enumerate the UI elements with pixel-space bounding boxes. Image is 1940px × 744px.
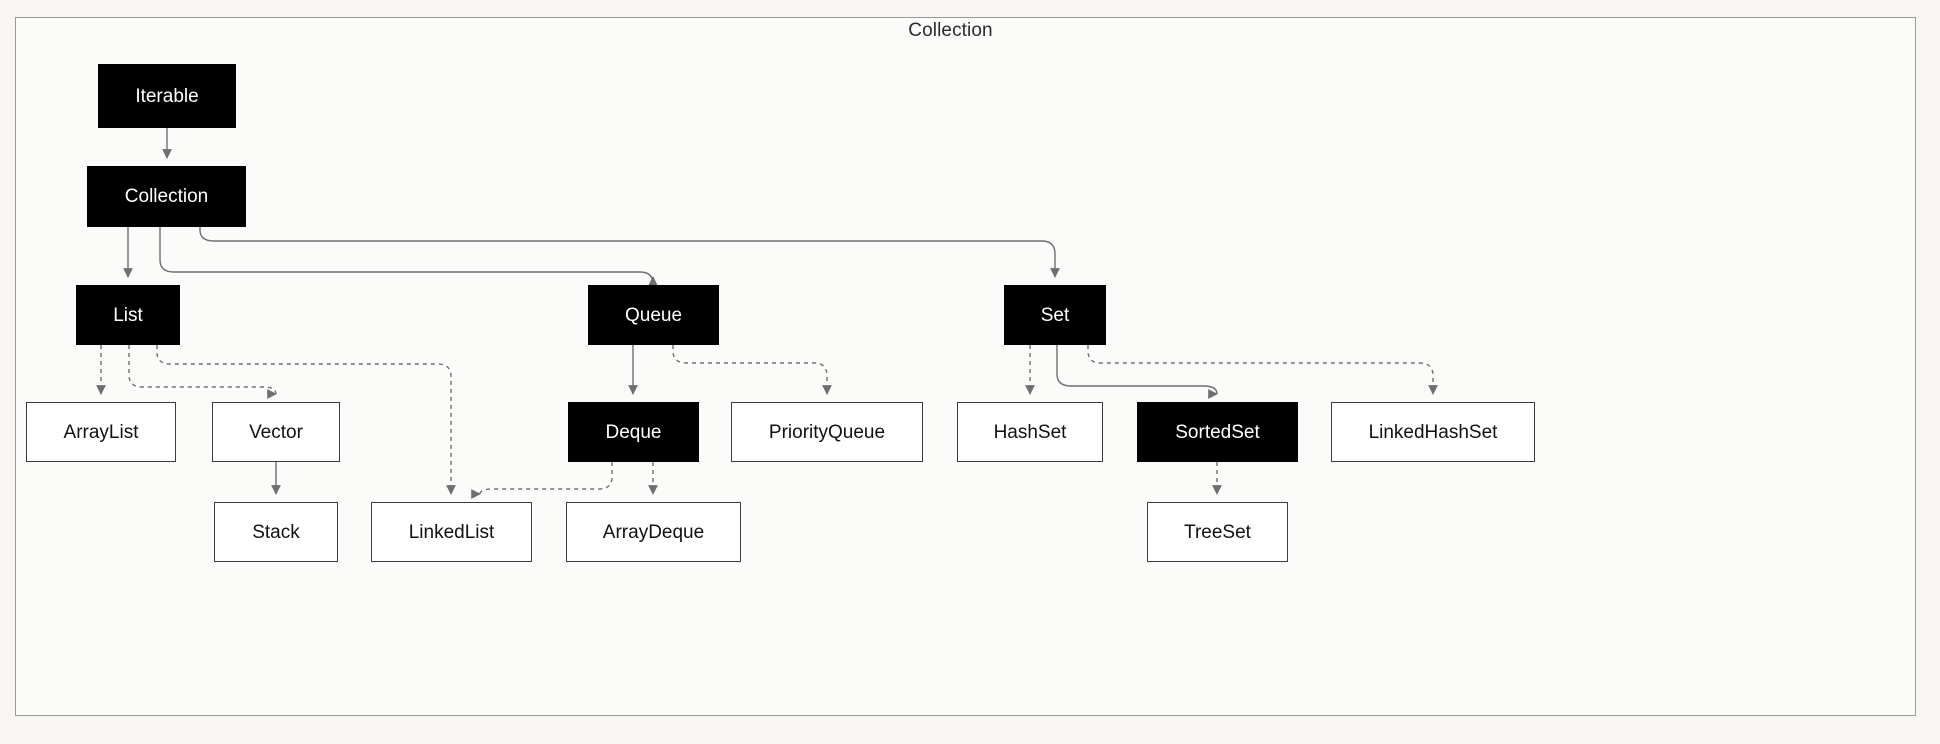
diagram-frame <box>15 17 1916 716</box>
node-priorityqueue[interactable]: PriorityQueue <box>731 402 923 462</box>
node-label: Collection <box>124 186 209 207</box>
node-label: ArrayList <box>63 421 139 443</box>
node-label: PriorityQueue <box>768 421 886 443</box>
node-hashset[interactable]: HashSet <box>957 402 1103 462</box>
node-label: LinkedList <box>408 521 495 543</box>
node-stack[interactable]: Stack <box>214 502 338 562</box>
node-arraydeque[interactable]: ArrayDeque <box>566 502 741 562</box>
node-linkedlist[interactable]: LinkedList <box>371 502 532 562</box>
node-iterable[interactable]: Iterable <box>98 64 236 128</box>
node-label: LinkedHashSet <box>1368 421 1498 443</box>
node-label: Queue <box>624 304 683 326</box>
node-label: Set <box>1040 304 1070 326</box>
node-label: HashSet <box>993 421 1067 443</box>
node-label: TreeSet <box>1184 521 1251 543</box>
node-label: Iterable <box>135 85 199 107</box>
node-label: Deque <box>605 421 662 443</box>
node-linkedhashset[interactable]: LinkedHashSet <box>1331 402 1535 462</box>
node-set[interactable]: Set <box>1004 285 1106 345</box>
node-vector[interactable]: Vector <box>212 402 340 462</box>
node-label: Stack <box>252 521 300 543</box>
node-sortedset[interactable]: SortedSet <box>1137 402 1298 462</box>
node-label: SortedSet <box>1175 421 1260 443</box>
node-label: List <box>113 304 143 326</box>
node-queue[interactable]: Queue <box>588 285 719 345</box>
node-arraylist[interactable]: ArrayList <box>26 402 176 462</box>
node-deque[interactable]: Deque <box>568 402 699 462</box>
node-treeset[interactable]: TreeSet <box>1147 502 1288 562</box>
node-list[interactable]: List <box>76 285 180 345</box>
node-label: ArrayDeque <box>602 521 705 543</box>
node-label: Vector <box>249 421 303 443</box>
diagram-title: Collection <box>908 20 993 41</box>
node-collection[interactable]: Collection <box>87 166 246 227</box>
